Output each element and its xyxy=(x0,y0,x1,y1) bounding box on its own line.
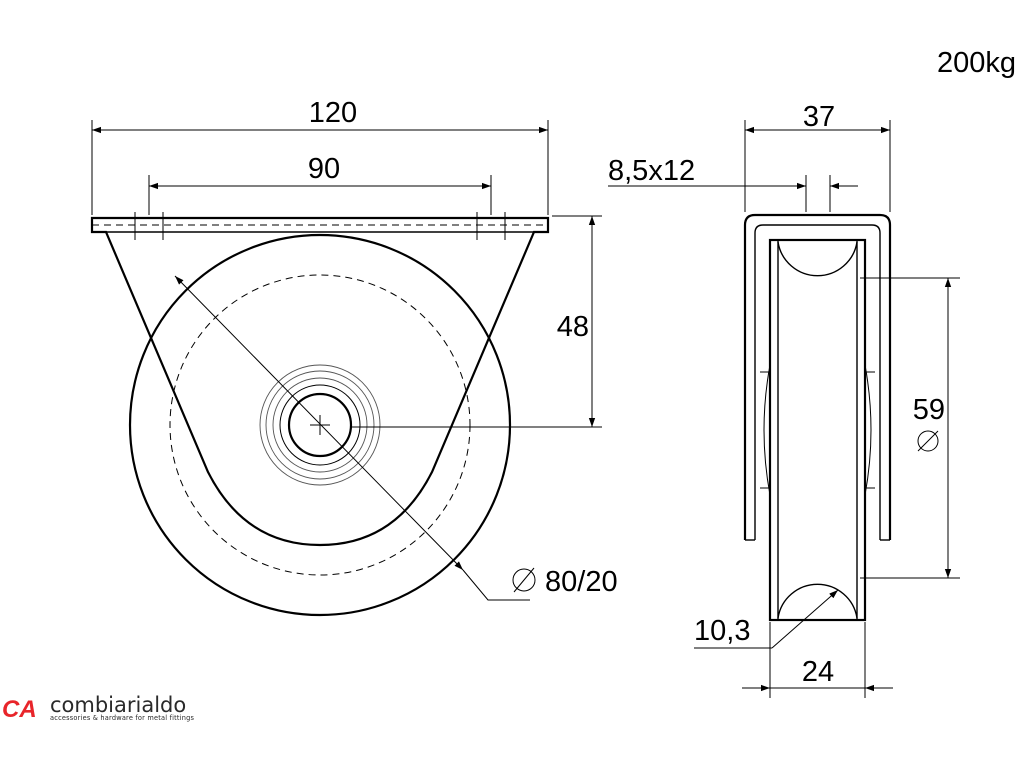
brand-tagline: accessories & hardware for metal fitting… xyxy=(50,714,194,722)
diameter-symbol-59-slash xyxy=(917,430,939,452)
wheel-outline xyxy=(128,233,512,617)
diameter-symbol-slash xyxy=(513,567,535,593)
dim-wheel-bore-label: 80/20 xyxy=(545,566,618,598)
bracket-outline xyxy=(90,216,550,547)
dim-hole-spacing-label: 90 xyxy=(308,153,340,185)
dim-axle-height-label: 48 xyxy=(557,311,589,343)
dim-wheel-width-label: 24 xyxy=(802,656,834,688)
load-rating: 200kg xyxy=(937,47,1016,79)
brand-name: combiarialdo xyxy=(50,693,186,717)
groove-top xyxy=(777,241,858,277)
front-view: 80/20 120 90 48 xyxy=(90,97,618,617)
diameter-symbol-59-circle xyxy=(917,430,939,452)
dim-radius-leader xyxy=(771,589,839,649)
brand-logo-mark: CA xyxy=(2,696,37,723)
dim-groove-radius-label: 10,3 xyxy=(694,615,750,647)
diameter-leader-tail xyxy=(462,569,530,601)
diameter-symbol-circle xyxy=(512,568,536,592)
dim-bracket-width-label: 37 xyxy=(803,101,835,133)
brand-logo: CA combiarialdo accessories & hardware f… xyxy=(2,693,194,723)
hub-boss-right xyxy=(864,364,872,496)
dim-slot-label: 8,5x12 xyxy=(608,155,695,187)
side-bracket-outer xyxy=(743,213,892,540)
dim-plate-width-label: 120 xyxy=(309,97,357,129)
groove-bottom xyxy=(777,583,858,619)
diameter-leader xyxy=(174,275,464,571)
side-bracket-inner xyxy=(754,224,881,540)
groove-hidden-line xyxy=(169,274,471,576)
dim-groove-diameter-label: 59 xyxy=(913,394,945,426)
hub-boss-left xyxy=(763,364,771,496)
side-view: 37 8,5x12 59 10,3 24 xyxy=(608,101,960,698)
side-wheel-body xyxy=(768,238,867,622)
